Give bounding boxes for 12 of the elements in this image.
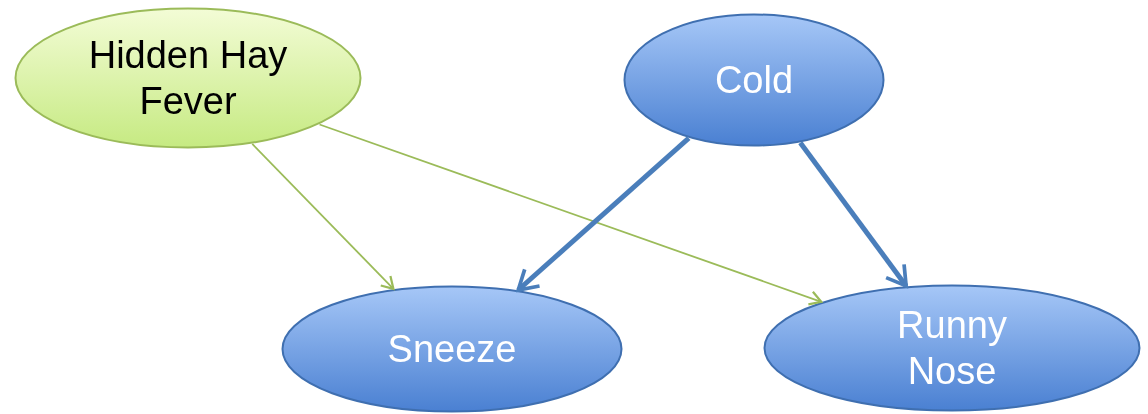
arrow: [251, 143, 395, 290]
arrow: [798, 141, 909, 288]
ellipse-node: [14, 7, 362, 149]
ellipse-node: [763, 284, 1141, 412]
ellipse-node: [281, 285, 623, 413]
node-label: Sneeze: [386, 327, 518, 372]
node-label: Runny Nose: [896, 303, 1008, 394]
ellipse-node: [623, 13, 885, 147]
node-label: Cold: [713, 58, 795, 103]
node-label: Hidden Hay Fever: [87, 33, 289, 124]
arrow: [516, 136, 691, 292]
arrow: [318, 123, 823, 306]
